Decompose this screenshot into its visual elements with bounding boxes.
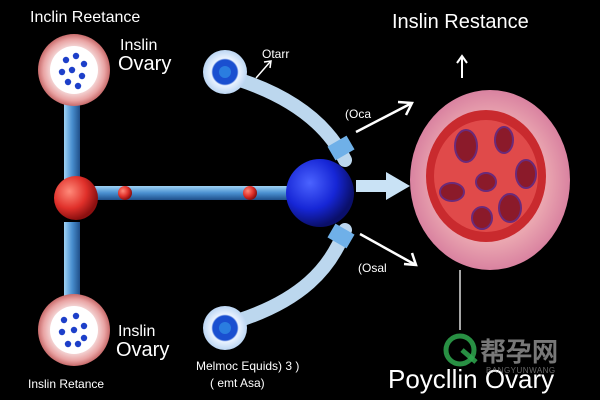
label-mid-right-upper: (Oca	[345, 107, 372, 121]
lower-connector-block	[327, 223, 355, 249]
label-top-center: Otarr	[262, 47, 290, 61]
arrow-small-top	[255, 60, 272, 79]
arrow-down-right	[359, 232, 418, 267]
upper-left-ovary	[38, 34, 110, 106]
label-upper-left-1: Inslin	[120, 37, 158, 54]
label-lower-left-2: Ovary	[116, 339, 170, 361]
label-bottom-center-2: ( emt Asa)	[210, 376, 265, 390]
lower-curved-tube	[233, 223, 352, 327]
label-bottom-center-1: Melmoc Equids) 3 )	[196, 359, 300, 373]
left-upper-tube	[64, 100, 80, 182]
arrow-up-right	[355, 100, 414, 134]
blue-core	[286, 159, 354, 227]
left-lower-tube	[64, 222, 80, 302]
lower-egg-cell	[203, 306, 247, 350]
arrow-right-main	[356, 172, 410, 200]
label-bottom-right: Poycllin Ovary	[388, 364, 555, 394]
watermark-logo	[443, 333, 478, 367]
upper-egg-cell	[203, 50, 247, 94]
arrow-up-title	[456, 54, 468, 78]
label-bottom-left: Inslin Retance	[28, 377, 105, 391]
small-red-node-1	[118, 186, 132, 200]
red-node	[54, 176, 98, 220]
label-lower-left-1: Inslin	[118, 323, 156, 340]
large-ovary-cell	[410, 90, 570, 270]
label-upper-left-2: Ovary	[118, 53, 172, 75]
lower-left-ovary	[38, 294, 110, 366]
watermark-en: BANGYUNWANG	[486, 366, 556, 375]
small-red-node-2	[243, 186, 257, 200]
upper-connector-block	[327, 135, 355, 161]
watermark-cn: 帮孕网	[480, 338, 559, 368]
watermark: 帮孕网 BANGYUNWANG	[440, 332, 590, 376]
label-top-right: Inslin Restance	[392, 11, 529, 33]
label-top-left: Inclin Reetance	[30, 9, 141, 26]
label-mid-right-lower: (Osal	[358, 261, 387, 275]
